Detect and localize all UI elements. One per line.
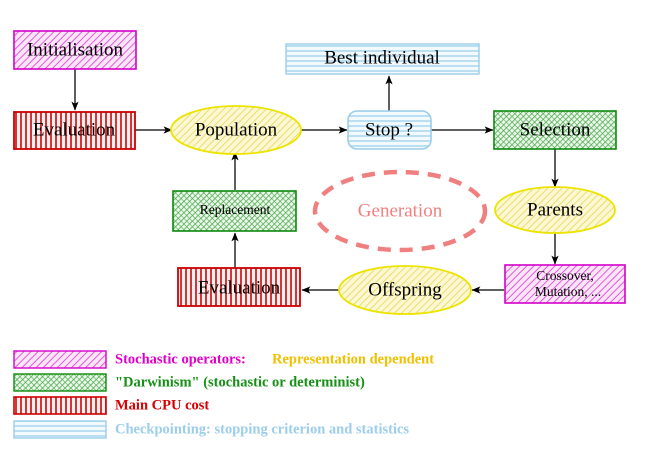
legend-swatch-cpu	[13, 396, 107, 415]
legend-item-checkpoint: Checkpointing: stopping criterion and st…	[13, 420, 409, 439]
legend-label-stochastic-primary: Stochastic operators:	[115, 351, 246, 367]
node-replacement[interactable]: Replacement	[172, 190, 297, 232]
legend-label-checkpoint: Checkpointing: stopping criterion and st…	[115, 421, 409, 437]
node-variation[interactable]: Crossover, Mutation, ...	[504, 264, 626, 304]
node-selection[interactable]: Selection	[493, 110, 617, 150]
node-evaluation-bottom[interactable]: Evaluation	[177, 267, 301, 307]
legend-label-stochastic-secondary: Representation dependent	[272, 351, 434, 367]
node-offspring[interactable]: Offspring	[338, 265, 472, 315]
legend-item-cpu: Main CPU cost	[13, 396, 209, 415]
legend-label-cpu: Main CPU cost	[115, 397, 209, 413]
node-parents[interactable]: Parents	[494, 186, 616, 234]
legend-swatch-stochastic	[13, 350, 107, 369]
legend-swatch-darwinism	[13, 373, 107, 392]
legend-swatch-checkpoint	[13, 420, 107, 439]
legend-label-darwinism: "Darwinism" (stochastic or determinist)	[115, 374, 365, 390]
node-initialisation[interactable]: Initialisation	[13, 30, 137, 70]
legend-item-stochastic: Stochastic operators: Representation dep…	[13, 350, 434, 369]
node-generation-label: Generation	[358, 200, 443, 221]
legend: Stochastic operators: Representation dep…	[13, 350, 434, 439]
node-stop[interactable]: Stop ?	[347, 110, 432, 150]
edge-layer	[71, 69, 559, 294]
node-best-individual[interactable]: Best individual	[285, 43, 480, 75]
node-generation-loop: Generation	[312, 169, 488, 253]
legend-item-darwinism: "Darwinism" (stochastic or determinist)	[13, 373, 365, 392]
node-population[interactable]: Population	[170, 105, 302, 155]
node-evaluation-top[interactable]: Evaluation	[13, 111, 136, 150]
